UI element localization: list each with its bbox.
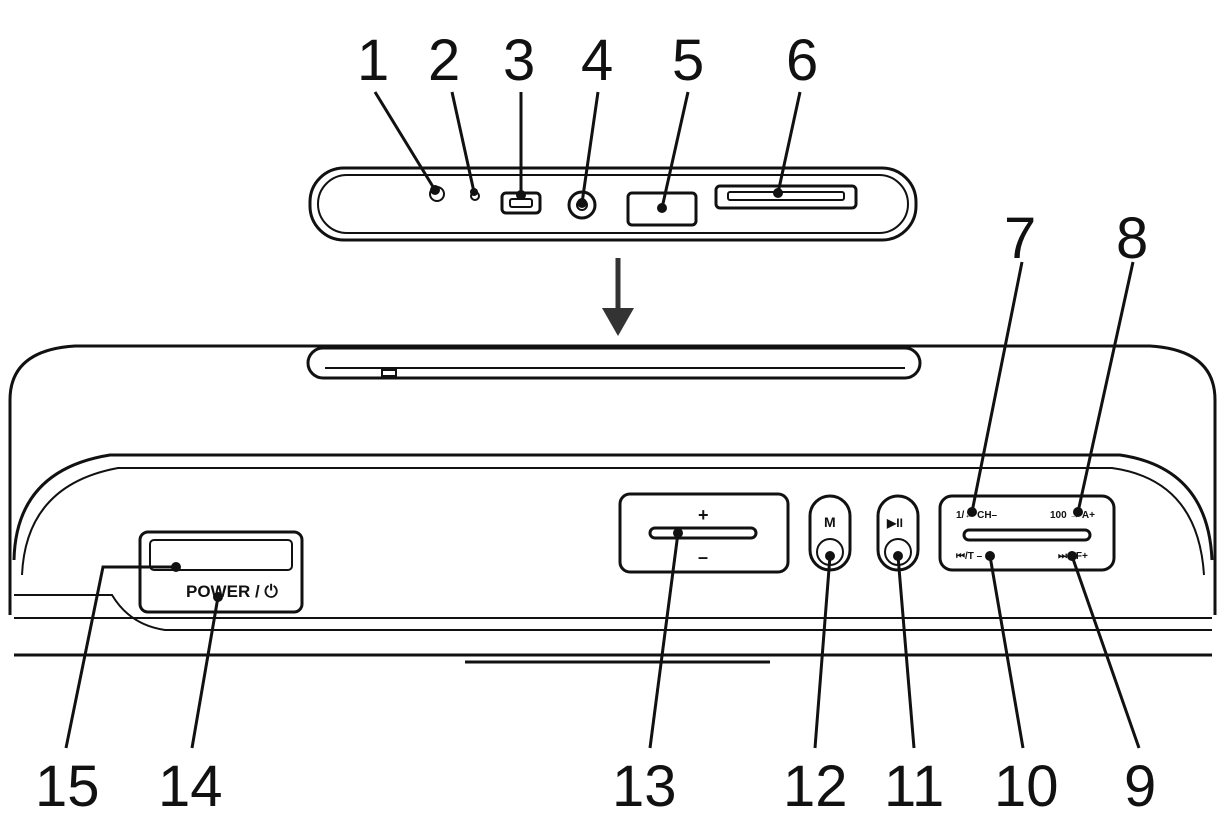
callout-5: 5 (672, 28, 704, 93)
nav-label-7: 1/← CH– (956, 510, 998, 521)
leader-2 (450, 91, 476, 193)
leader-15 (64, 565, 176, 749)
leader-13 (648, 532, 680, 749)
leader-10 (988, 555, 1025, 749)
callout-15: 15 (35, 754, 100, 819)
card-slot (714, 184, 858, 210)
callout-11: 11 (884, 754, 944, 819)
callout-2: 2 (428, 28, 460, 93)
leader-1 (373, 91, 437, 191)
leader-7 (970, 261, 1024, 513)
callout-14: 14 (158, 754, 223, 819)
callout-1: 1 (357, 28, 389, 93)
side-panel-detail (308, 166, 918, 242)
navigation-rocker: 1/← CH– 100 → A+ ⏮/T – ⏭ FF+ (938, 494, 1116, 572)
volume-bar (648, 526, 758, 540)
top-slot (306, 346, 922, 380)
leader-14 (190, 596, 220, 749)
power-switch-bezel (138, 530, 304, 614)
card-slot-inner (727, 191, 845, 201)
callout-9: 9 (1124, 754, 1156, 819)
volume-minus-label: – (698, 547, 708, 567)
side-panel-outline (308, 166, 918, 242)
leader-5 (660, 91, 690, 209)
leader-4 (580, 91, 600, 204)
headphone-jack (567, 190, 597, 220)
callout-numbers: 1 2 3 4 5 6 7 8 9 10 11 12 13 14 15 (35, 28, 1156, 819)
nav-label-10: ⏮/T – (956, 551, 983, 562)
callout-6: 6 (786, 28, 818, 93)
callout-7: 7 (1004, 206, 1036, 271)
leader-12 (813, 555, 832, 749)
leader-9 (1070, 555, 1141, 749)
callout-13: 13 (612, 754, 677, 819)
leader-lines (64, 91, 1141, 749)
device-top-shell (8, 344, 1217, 615)
nav-bar (962, 528, 1092, 542)
ir-window (626, 191, 698, 227)
top-slot-mark (381, 369, 397, 377)
volume-plus-label: + (698, 505, 709, 525)
power-switch-knob (149, 539, 293, 571)
callout-10: 10 (994, 754, 1059, 819)
device-body (8, 344, 1217, 664)
nav-label-8: 100 → A+ (1050, 510, 1095, 521)
callout-12: 12 (783, 754, 848, 819)
leader-8 (1076, 261, 1135, 513)
leader-6 (776, 91, 802, 194)
callout-4: 4 (581, 28, 613, 93)
side-panel-inner-outline (317, 174, 909, 234)
callout-3: 3 (503, 28, 535, 93)
nav-bezel (938, 494, 1116, 572)
volume-bezel (618, 492, 790, 574)
usb-port-inner (509, 198, 533, 208)
callout-8: 8 (1116, 206, 1148, 271)
front-face-inner-edge (21, 467, 1205, 576)
power-label: POWER / ⏻ (186, 582, 278, 601)
down-arrow-icon (602, 258, 634, 336)
power-switch: POWER / ⏻ (138, 530, 304, 614)
front-face-edge (12, 453, 1214, 561)
play-pause-icon: ▶II (886, 516, 903, 530)
mode-label: M (824, 514, 836, 530)
leader-11 (896, 555, 916, 749)
volume-rocker: + – (618, 492, 790, 574)
